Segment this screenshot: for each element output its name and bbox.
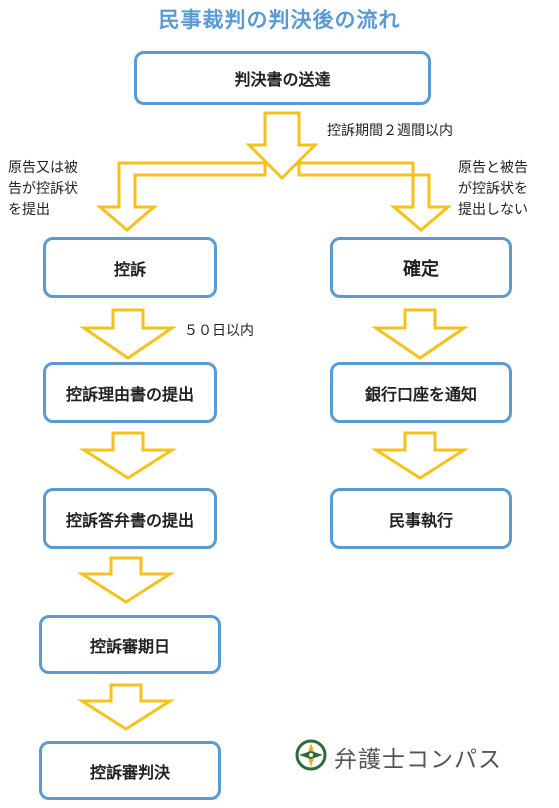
appeal-period-note: 控訴期間２週間以内 <box>327 123 453 139</box>
arrow-hearing-to-judgment <box>76 683 176 731</box>
judgment-served-box: 判決書の送達 <box>134 51 431 105</box>
arrow-final-to-bank <box>371 308 469 360</box>
compass-icon <box>294 738 328 776</box>
appeal-answer-box: 控訴答弁書の提出 <box>43 488 217 549</box>
appeal-judgment-box: 控訴審判決 <box>39 741 221 800</box>
appeal-box: 控訴 <box>43 237 217 298</box>
appeal-reason-box: 控訴理由書の提出 <box>43 362 217 423</box>
civil-execution-box: 民事執行 <box>330 488 512 549</box>
diagram-title: 民事裁判の判決後の流れ <box>158 8 401 32</box>
appeal-hearing-date-box: 控訴審期日 <box>39 615 221 674</box>
bank-account-box: 銀行口座を通知 <box>330 362 512 423</box>
branch-right-arrow <box>297 161 453 232</box>
arrow-answer-to-hearing <box>76 556 176 604</box>
branch-left-arrow <box>95 161 267 232</box>
no-appeal-note: 原告と被告 が控訴状を 提出しない <box>458 160 528 218</box>
fifty-days-note: ５０日以内 <box>184 323 254 339</box>
logo: 弁護士コンパス <box>294 738 502 776</box>
finalized-box: 確定 <box>330 237 512 298</box>
arrow-reason-to-answer <box>78 431 178 480</box>
arrow-bank-to-execution <box>370 431 470 480</box>
appeal-filed-note: 原告又は被 告が控訴状 を提出 <box>8 160 78 218</box>
arrow-appeal-to-reason <box>79 308 177 360</box>
logo-text: 弁護士コンパス <box>334 747 502 773</box>
